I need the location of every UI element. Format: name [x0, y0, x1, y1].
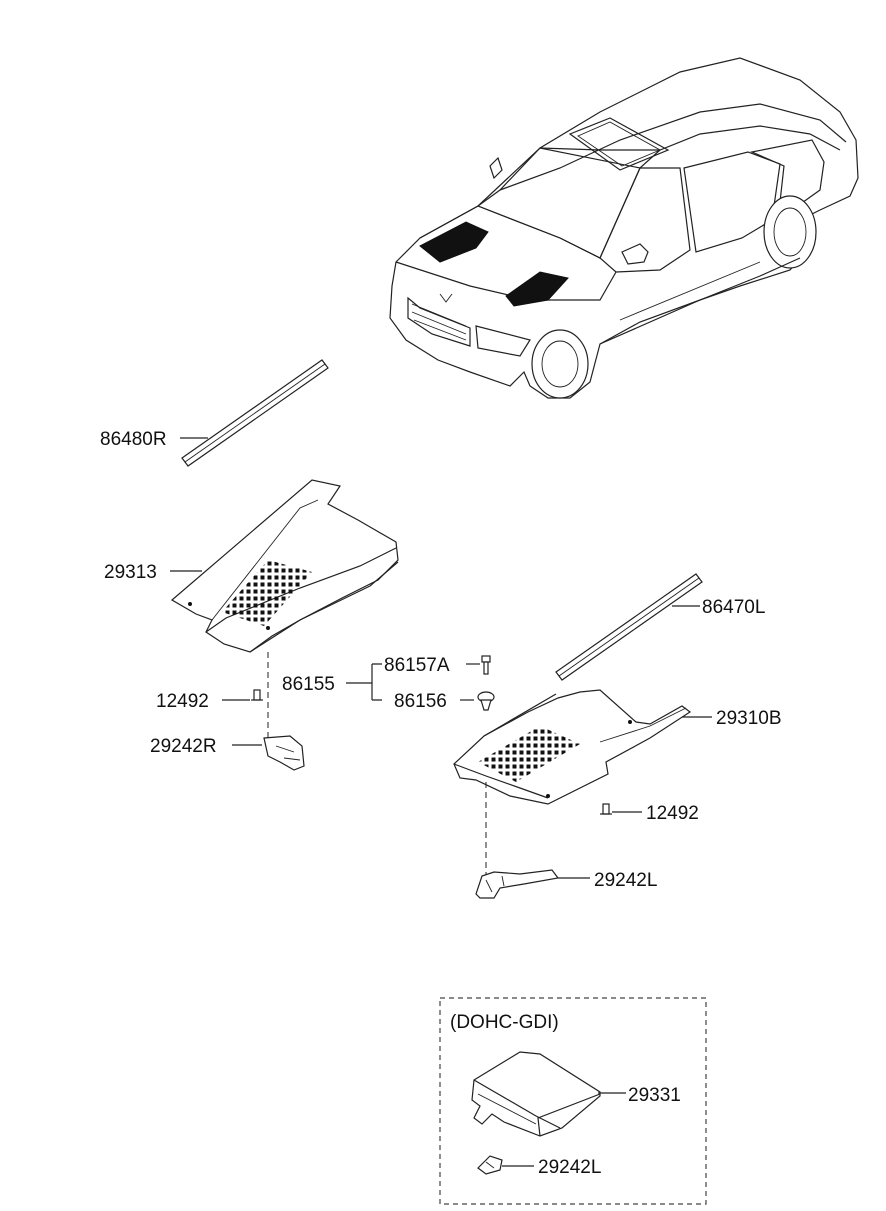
label-29310b: 29310B: [716, 708, 782, 729]
screw-12492-top: [251, 689, 263, 701]
label-12492-top: 12492: [156, 691, 209, 712]
clip-86156: [477, 691, 495, 711]
label-86480r: 86480R: [100, 429, 167, 450]
label-29242l: 29242L: [594, 870, 657, 891]
label-12492-bottom: 12492: [646, 803, 699, 824]
variant-box-title: (DOHC-GDI): [450, 1012, 559, 1033]
label-29242l-variant: 29242L: [538, 1157, 601, 1178]
label-29331: 29331: [628, 1085, 681, 1106]
weatherstrip-86480r: [181, 359, 329, 467]
bracket-29242r: [263, 735, 305, 771]
label-86155: 86155: [282, 674, 335, 695]
screw-12492-bottom: [600, 803, 612, 815]
label-29313: 29313: [104, 562, 157, 583]
label-86470l: 86470L: [702, 597, 765, 618]
weatherstrip-86470l: [555, 573, 703, 681]
engine-cover-29310b: [453, 689, 692, 805]
engine-cover-29313: [170, 479, 399, 653]
car-illustration: [389, 57, 859, 399]
label-29242r: 29242R: [150, 736, 217, 757]
bracket-29242l: [475, 869, 560, 899]
bolt-86157a: [481, 655, 491, 675]
engine-cover-29331: [471, 1051, 601, 1137]
bracket-29242l-variant: [477, 1155, 503, 1175]
label-86157a: 86157A: [384, 655, 450, 676]
variant-box: [439, 997, 707, 1205]
label-86156: 86156: [394, 691, 447, 712]
